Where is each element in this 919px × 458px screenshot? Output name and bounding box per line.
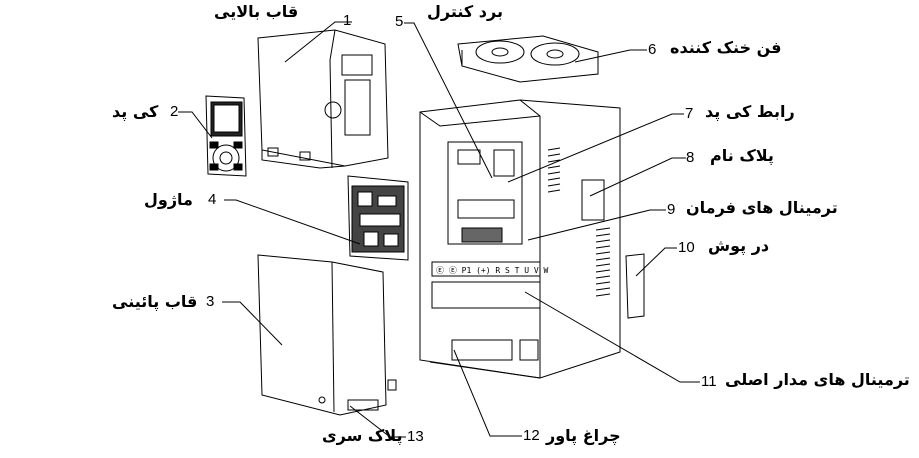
callout-number: 5 — [395, 13, 404, 30]
cooling-fan — [457, 35, 599, 83]
drive-body — [419, 99, 621, 379]
label-module: ماژول — [144, 190, 193, 209]
callout-number: 6 — [648, 41, 657, 58]
callout-number: 9 — [667, 201, 676, 218]
callout-number: 11 — [701, 373, 717, 390]
cover-plate — [625, 253, 645, 319]
label-bottom-cover: قاب پائینی — [112, 292, 198, 311]
callout-number: 8 — [686, 149, 695, 166]
callout-number: 12 — [523, 427, 540, 444]
label-keypad: کی پد — [112, 102, 159, 121]
label-power-light: چراغ پاور — [546, 426, 621, 445]
label-main-circuit-terminals: ترمینال های مدار اصلی — [725, 370, 910, 389]
module — [347, 175, 409, 261]
callout-number: 13 — [407, 428, 424, 445]
keypad — [205, 95, 247, 177]
callout-number: 3 — [206, 293, 215, 310]
label-nameplate: پلاک نام — [710, 146, 774, 165]
bottom-cover — [257, 254, 397, 416]
label-series-plate: پلاک سری — [322, 426, 403, 445]
leader-lines — [178, 21, 700, 438]
callout-number: 4 — [208, 191, 217, 208]
label-top-cover: قاب بالایی — [214, 2, 299, 21]
callout-number: 2 — [170, 103, 179, 120]
label-cover: در پوش — [708, 236, 770, 255]
callout-number: 10 — [678, 239, 695, 256]
label-control-board: برد کنترل — [427, 2, 503, 21]
terminal-strip-text: Ⓔ Ⓔ P1 (+) R S T U V W — [436, 266, 549, 275]
top-cover — [257, 29, 389, 169]
callout-number: 1 — [343, 12, 352, 29]
label-control-terminals: ترمینال های فرمان — [686, 198, 838, 217]
callout-number: 7 — [685, 105, 694, 122]
label-keypad-interface: رابط کی پد — [705, 102, 795, 121]
label-cooling-fan: فن خنک کننده — [670, 38, 782, 57]
